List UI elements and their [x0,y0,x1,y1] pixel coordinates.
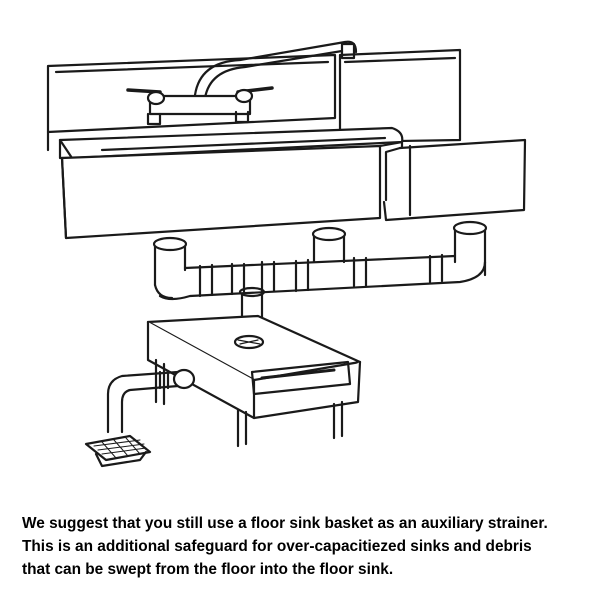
caption: We suggest that you still use a floor si… [22,512,592,581]
outlet-pipe [106,368,196,434]
caption-line-1: We suggest that you still use a floor si… [22,515,548,532]
faucet [126,40,358,126]
caption-line-3: that can be swept from the floor into th… [22,561,394,578]
caption-line-2: This is an additional safeguard for over… [22,538,532,555]
sink-drain-illustration [46,40,527,468]
drain-piping [152,220,488,324]
floor-sink-basket [84,434,152,468]
sink-basins [60,140,404,240]
grease-interceptor [146,314,362,448]
backsplash [46,48,462,152]
drainboard [382,138,527,222]
